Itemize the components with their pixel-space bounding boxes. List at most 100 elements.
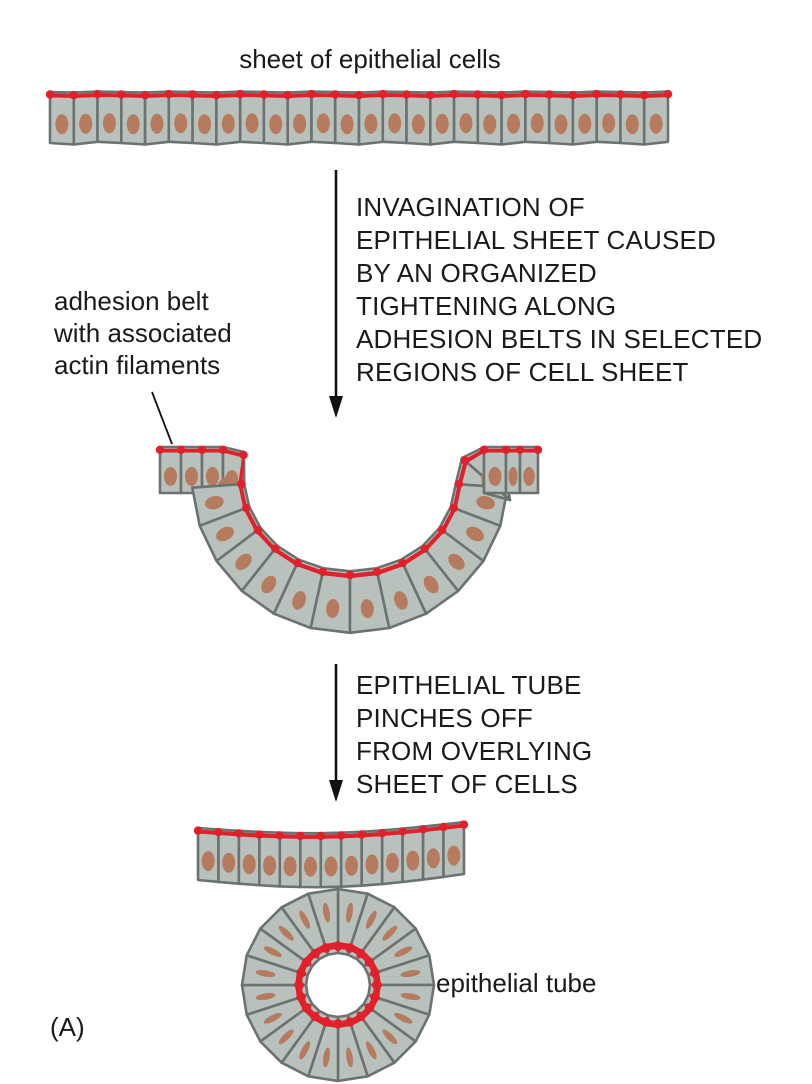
cell-nucleus: [382, 1029, 398, 1045]
adhesion-junction-dot: [460, 456, 470, 465]
adhesion-junction-dot: [398, 827, 407, 836]
adhesion-junction-dot: [318, 567, 328, 577]
cell-nucleus: [394, 591, 408, 610]
cell-nucleus: [322, 1047, 331, 1068]
cell-nucleus: [400, 969, 421, 978]
cell-nucleus: [365, 854, 379, 875]
adhesion-junction-dot: [334, 1019, 342, 1027]
adhesion-junction-dot: [437, 525, 447, 535]
adhesion-belt-label: adhesion belt with associated actin fila…: [53, 286, 239, 380]
cell-nucleus: [269, 114, 283, 135]
adhesion-junction-dot: [140, 90, 150, 100]
cell-nucleus: [283, 856, 297, 877]
epithelial-tube: [240, 887, 436, 1083]
adhesion-junction-dot: [372, 981, 380, 989]
cell-nucleus: [126, 114, 140, 135]
adhesion-belt-label-line: with associated: [53, 318, 232, 348]
adhesion-junction-dot: [188, 90, 197, 99]
adhesion-junction-dot: [616, 90, 625, 99]
step-2-line: FROM OVERLYING: [356, 736, 592, 766]
step-1-line: EPITHELIAL SHEET CAUSED: [356, 225, 716, 255]
cell-nucleus: [365, 1041, 377, 1060]
cell-nucleus: [322, 902, 331, 923]
adhesion-belt-leader-line: [151, 391, 173, 445]
cell-nucleus: [150, 113, 164, 134]
cell-nucleus: [293, 113, 307, 134]
cell-nucleus: [400, 992, 421, 1001]
cell-nucleus: [476, 496, 496, 510]
adhesion-junction-dot: [253, 525, 263, 535]
cell-nucleus: [278, 925, 294, 941]
top-sheet-label: sheet of epithelial cells: [239, 44, 501, 74]
adhesion-junction-dot: [193, 826, 203, 835]
adhesion-junction-dot: [370, 992, 379, 1001]
adhesion-junction-dot: [398, 558, 407, 568]
adhesion-junction-dot: [303, 1003, 312, 1012]
cell-nucleus: [255, 992, 276, 1001]
adhesion-junction-dot: [345, 1017, 354, 1026]
adhesion-junction-dot: [164, 89, 173, 99]
adhesion-junction-dot: [459, 820, 469, 829]
cell-nucleus: [242, 854, 256, 875]
adhesion-junction-dot: [454, 479, 464, 489]
adhesion-junction-dot: [378, 828, 387, 838]
adhesion-belt: [45, 89, 673, 100]
adhesion-belt: [155, 445, 543, 580]
adhesion-junction-dot: [501, 445, 511, 454]
cell-nucleus: [340, 114, 354, 135]
adhesion-junction-dot: [303, 958, 312, 967]
cell-nucleus: [221, 113, 235, 134]
adhesion-junction-dot: [418, 825, 428, 834]
adhesion-junction-dot: [322, 944, 331, 953]
cell-nucleus: [235, 553, 252, 571]
adhesion-junction-dot: [357, 830, 366, 839]
adhesion-junction-dot: [236, 479, 246, 489]
cell-nucleus: [508, 466, 518, 486]
adhesion-junction-dot: [356, 950, 365, 959]
cell-group: [196, 820, 466, 889]
cell-nucleus: [345, 1047, 354, 1068]
cell-nucleus: [263, 855, 277, 876]
cell-nucleus: [426, 848, 440, 869]
adhesion-junction-dot: [69, 90, 79, 100]
cell-nucleus: [459, 113, 473, 134]
cell-nucleus: [365, 910, 377, 929]
adhesion-junction-dot: [592, 89, 601, 99]
cell-nucleus: [448, 553, 465, 571]
adhesion-belt-label-line: actin filaments: [54, 350, 220, 380]
adhesion-junction-dot: [356, 1011, 365, 1020]
cell-nucleus: [164, 466, 177, 486]
adhesion-junction-dot: [337, 831, 346, 840]
adhesion-junction-dot: [545, 90, 554, 99]
adhesion-junction-dot: [568, 90, 578, 100]
adhesion-junction-dot: [307, 89, 316, 99]
step-1-line: TIGHTENING ALONG: [356, 291, 616, 321]
step-1-line: ADHESION BELTS IN SELECTED: [356, 324, 762, 354]
cell-nucleus: [324, 856, 338, 877]
cell-nucleus: [423, 575, 439, 594]
adhesion-junction-dot: [117, 90, 126, 99]
adhesion-junction-dot: [640, 90, 649, 100]
adhesion-junction-dot: [449, 89, 459, 99]
cell-nucleus: [466, 526, 484, 542]
cell-nucleus: [55, 114, 69, 135]
adhesion-junction-dot: [311, 950, 320, 959]
step-2-line: EPITHELIAL TUBE: [356, 670, 582, 700]
step-1-line: REGIONS OF CELL SHEET: [356, 357, 689, 387]
adhesion-junction-dot: [479, 445, 489, 454]
adhesion-junction-dot: [402, 90, 411, 99]
cell-nucleus: [174, 113, 188, 134]
cell-nucleus: [299, 1041, 311, 1060]
tube-adhesion-belt: [296, 943, 380, 1027]
invaginating-epithelial-sheet: [155, 445, 543, 635]
cell-nucleus: [649, 113, 663, 134]
adhesion-junction-dot: [322, 1017, 331, 1026]
cell-nucleus: [385, 852, 399, 873]
cell-group: [48, 90, 670, 146]
cell-nucleus: [222, 852, 236, 873]
cell-nucleus: [625, 114, 639, 135]
cell-nucleus: [255, 969, 276, 978]
step-2-line: PINCHES OFF: [356, 703, 533, 733]
cell-nucleus: [554, 114, 568, 135]
